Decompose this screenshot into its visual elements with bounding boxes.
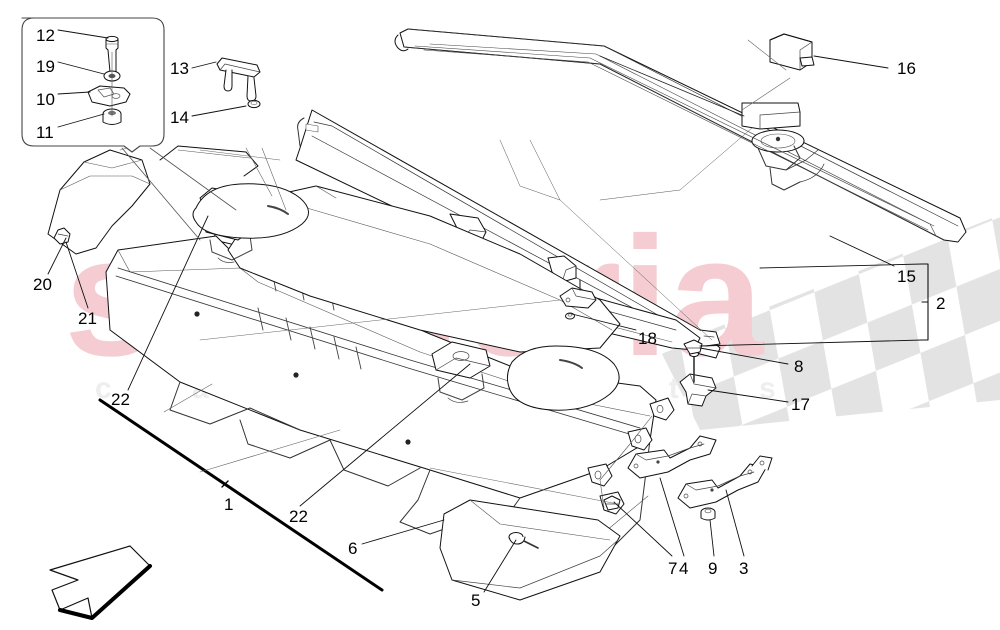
- screw-hole: [293, 372, 299, 378]
- direction-arrow: [49, 545, 152, 620]
- rear-shelf-lower-panel: [439, 499, 621, 601]
- callout-number-16: 16: [897, 59, 916, 78]
- shelf-aperture-panel: [192, 183, 309, 239]
- side-trim-panel: [47, 149, 151, 255]
- callout-number-6: 6: [348, 539, 358, 558]
- callout-number-17: 17: [791, 395, 810, 414]
- callout-number-15: 15: [897, 267, 916, 286]
- callout-number-8: 8: [794, 357, 804, 376]
- roller-blind-cassette: [394, 28, 967, 243]
- callout-number-21: 21: [78, 309, 97, 328]
- bracket-right-3: [677, 455, 773, 509]
- callout-number-22-upper: 22: [111, 390, 130, 409]
- callout-number-12: 12: [36, 26, 55, 45]
- callout-number-5: 5: [471, 591, 481, 610]
- callout-number-11: 11: [36, 123, 54, 142]
- callout-number-9: 9: [708, 559, 718, 578]
- screw-hole: [194, 311, 200, 317]
- screw-5: [508, 532, 539, 549]
- handle-grip-13: [216, 57, 261, 102]
- callout-number-14: 14: [170, 108, 189, 127]
- callout-number-18: 18: [638, 329, 657, 348]
- callout-number-2: 2: [936, 294, 946, 313]
- callout-number-3: 3: [739, 559, 749, 578]
- nut-9: [700, 507, 716, 521]
- callout-number-20: 20: [33, 275, 52, 294]
- oval-blank-cover: [506, 345, 620, 411]
- bracket-18: [559, 279, 597, 320]
- bracket-long-4: [627, 435, 717, 479]
- speaker-cover-right: [431, 341, 491, 403]
- blind-frame-trim: [295, 109, 721, 359]
- callout-number-19: 19: [36, 57, 55, 76]
- callout-number-13: 13: [170, 59, 189, 78]
- leader-lines: [47, 39, 929, 593]
- callout-number-10: 10: [36, 90, 55, 109]
- fastener-detail-box: [21, 17, 165, 153]
- bracket-17: [679, 350, 717, 407]
- callout-number-7: 7: [668, 559, 678, 578]
- callout-number-22-lower: 22: [289, 507, 308, 526]
- plug-cap-14: [247, 99, 261, 109]
- screw-hole: [405, 439, 411, 445]
- callout-number-1: 1: [224, 495, 234, 514]
- callout-number-4: 4: [679, 559, 689, 578]
